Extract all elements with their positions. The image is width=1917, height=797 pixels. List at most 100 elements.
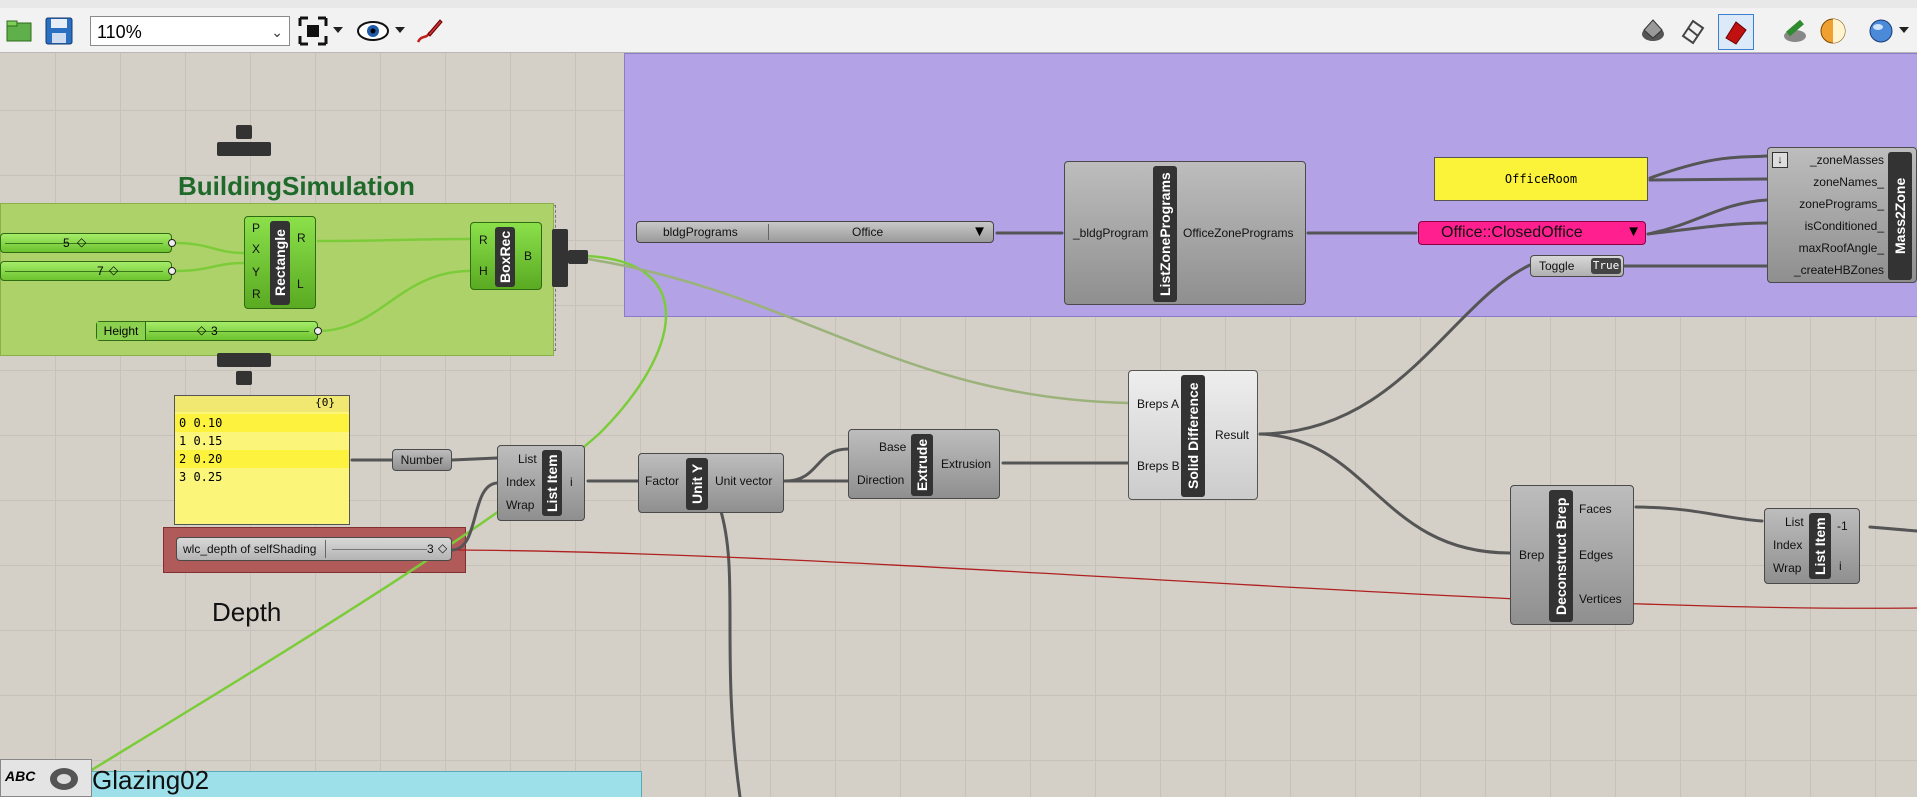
- input-base: Base: [879, 440, 907, 454]
- slider-label: Height: [97, 322, 146, 340]
- output-unit-vector: Unit vector: [715, 474, 773, 488]
- input-bldg-program: _bldgProgram: [1073, 226, 1149, 240]
- output-grip[interactable]: [168, 239, 176, 247]
- extrude-component[interactable]: Base Direction Extrude Extrusion: [848, 429, 1000, 499]
- output-grip[interactable]: [314, 327, 322, 335]
- component-title: List Item: [542, 450, 562, 516]
- rectangle-component[interactable]: P X Y R Rectangle R L: [244, 216, 316, 309]
- wire: [718, 506, 742, 797]
- number-param[interactable]: Number: [392, 449, 452, 471]
- output-edges: Edges: [1579, 548, 1614, 562]
- wire: [1258, 263, 1532, 436]
- zoom-dropdown[interactable]: 110% ⌄: [90, 16, 290, 46]
- component-title: ListZonePrograms: [1153, 166, 1177, 302]
- preview-wireframe-icon[interactable]: [1676, 14, 1710, 48]
- input-p: P: [252, 221, 261, 235]
- input-list: List: [518, 452, 537, 466]
- zoom-options-chevron-icon[interactable]: [330, 14, 346, 48]
- input-is-conditioned: isConditioned_: [1804, 219, 1884, 233]
- abc-text-tag-icon[interactable]: ABC: [0, 759, 92, 797]
- wire: [316, 237, 472, 243]
- preview-shaded-icon[interactable]: [1636, 14, 1670, 48]
- chevron-down-icon: ⌄: [271, 24, 283, 40]
- bldg-programs-value-list[interactable]: bldgPrograms Office ▼: [636, 221, 994, 243]
- component-title: Rectangle: [270, 221, 290, 305]
- office-room-panel[interactable]: OfficeRoom: [1434, 157, 1648, 201]
- toolbar: 110% ⌄: [0, 0, 1917, 53]
- open-file-icon[interactable]: [2, 14, 36, 48]
- solid-difference-component[interactable]: Breps A Breps B Solid Difference Result: [1128, 370, 1258, 500]
- download-arrow-icon[interactable]: ↓: [1772, 152, 1788, 168]
- values-panel[interactable]: {0} 0 0.10 1 0.15 2 0.20 3 0.25: [174, 395, 350, 525]
- list-zone-programs-component[interactable]: _bldgProgram ListZonePrograms OfficeZone…: [1064, 161, 1306, 305]
- panel-row: 3 0.25: [179, 470, 223, 484]
- value-list-selected: Office::ClosedOffice: [1441, 224, 1583, 241]
- display-options-chevron-icon[interactable]: [1896, 14, 1912, 48]
- bake-icon[interactable]: [1778, 14, 1812, 48]
- slider-value: 5: [63, 236, 70, 250]
- zoom-extents-icon[interactable]: [296, 14, 330, 48]
- building-simulation-label: BuildingSimulation: [178, 171, 415, 201]
- input-zone-programs: zonePrograms_: [1799, 197, 1884, 211]
- input-r: R: [479, 233, 488, 247]
- component-title: Solid Difference: [1181, 375, 1205, 497]
- input-brep: Brep: [1519, 548, 1545, 562]
- preview-options-chevron-icon[interactable]: [392, 14, 408, 48]
- sketch-pen-icon[interactable]: [412, 14, 446, 48]
- slider-value: 3: [427, 542, 434, 556]
- input-direction: Direction: [857, 473, 905, 487]
- office-program-value-list[interactable]: Office::ClosedOffice ▼: [1418, 221, 1646, 245]
- wire: [783, 447, 850, 483]
- dropdown-triangle-icon[interactable]: ▼: [1626, 223, 1641, 240]
- group-resize-arrows-icon[interactable]: [217, 142, 271, 156]
- input-zone-names: zoneNames_: [1813, 175, 1884, 189]
- input-breps-b: Breps B: [1137, 459, 1180, 473]
- wire: [457, 549, 1917, 609]
- dropdown-triangle-icon[interactable]: ▼: [972, 223, 987, 240]
- output-i: i: [1839, 559, 1842, 573]
- preview-eye-icon[interactable]: [356, 14, 390, 48]
- input-index: Index: [1773, 538, 1803, 552]
- slider-value: 3: [211, 324, 218, 338]
- display-mode-icon[interactable]: [1864, 14, 1898, 48]
- wires-layer: [88, 154, 1917, 797]
- slider-thumb-icon[interactable]: ◇: [109, 263, 119, 277]
- wire: [1646, 221, 1769, 236]
- slider-thumb-icon[interactable]: ◇: [77, 235, 87, 249]
- wire: [1646, 198, 1769, 236]
- height-slider[interactable]: Height ◇ 3: [96, 321, 322, 341]
- output-office-zone-programs: OfficeZonePrograms: [1183, 226, 1294, 240]
- glazing-group[interactable]: [90, 771, 642, 797]
- material-sphere-icon[interactable]: [1816, 14, 1850, 48]
- list-item-component-2[interactable]: List Index Wrap List Item -1 i: [1764, 508, 1860, 584]
- group-menu-handle-icon[interactable]: [236, 125, 252, 139]
- input-create-hb-zones: _createHBZones: [1793, 263, 1884, 277]
- create-hb-zones-toggle[interactable]: Toggle True: [1530, 255, 1624, 277]
- number-slider-7[interactable]: 7 ◇: [0, 261, 176, 281]
- component-title: List Item: [1809, 513, 1831, 579]
- grasshopper-canvas[interactable]: BuildingSimulation Depth Glazing02: [0, 53, 1917, 797]
- group-menu-handle-bottom-icon[interactable]: [236, 371, 252, 385]
- slider-thumb-icon[interactable]: ◇: [197, 323, 207, 337]
- save-file-icon[interactable]: [42, 14, 76, 48]
- mass2zone-component[interactable]: ↓ _zoneMasses zoneNames_ zonePrograms_ i…: [1767, 147, 1917, 283]
- toggle-value[interactable]: True: [1591, 258, 1621, 274]
- preview-selected-icon[interactable]: [1718, 14, 1754, 50]
- cluster-zoom-arrows-icon[interactable]: [552, 229, 568, 287]
- group-resize-arrows-bottom-icon[interactable]: [217, 353, 271, 367]
- depth-of-self-shading-slider[interactable]: wlc_depth of selfShading 3 ◇: [176, 537, 452, 561]
- wire: [316, 269, 472, 333]
- output-i: i: [570, 475, 573, 489]
- output-grip[interactable]: [168, 267, 176, 275]
- slider-thumb-icon[interactable]: ◇: [438, 541, 448, 555]
- number-slider-5[interactable]: 5 ◇: [0, 233, 176, 253]
- unit-y-component[interactable]: Factor Unit Y Unit vector: [638, 453, 784, 513]
- deconstruct-brep-component[interactable]: Brep Deconstruct Brep Faces Edges Vertic…: [1510, 485, 1634, 625]
- list-item-component[interactable]: List Index Wrap List Item i: [497, 445, 585, 521]
- boxrec-component[interactable]: R H BoxRec B: [470, 222, 542, 290]
- data-tree-icon[interactable]: [568, 250, 588, 264]
- input-wrap: Wrap: [1773, 561, 1802, 575]
- output-vertices: Vertices: [1579, 592, 1622, 606]
- output-b: B: [524, 249, 533, 263]
- component-title: BoxRec: [495, 227, 515, 287]
